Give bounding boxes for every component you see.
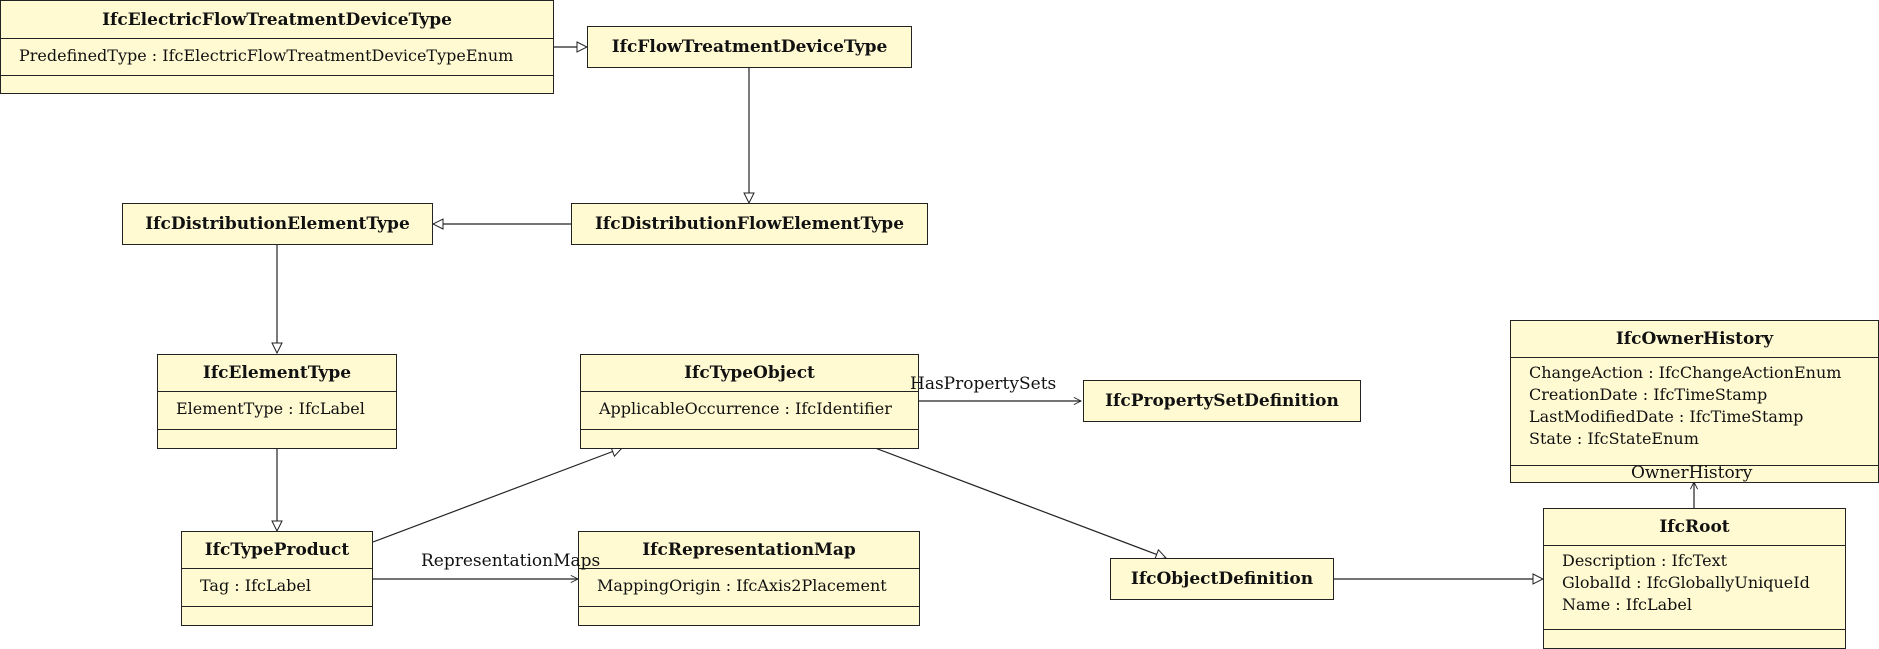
class-operations: [581, 429, 918, 448]
class-name: IfcDistributionElementType: [145, 214, 410, 234]
class-operations: [1, 75, 553, 93]
edge-label-representation-maps: RepresentationMaps: [421, 551, 601, 571]
attribute: PredefinedType : IfcElectricFlowTreatmen…: [19, 46, 514, 65]
class-ifc-property-set-definition[interactable]: IfcPropertySetDefinition: [1083, 380, 1361, 422]
class-operations: [1544, 629, 1845, 648]
class-ifc-electric-flow-treatment-device-type[interactable]: IfcElectricFlowTreatmentDeviceType Prede…: [0, 0, 554, 94]
class-ifc-root[interactable]: IfcRoot Description : IfcText GlobalId :…: [1543, 508, 1846, 649]
attribute: State : IfcStateEnum: [1529, 429, 1699, 448]
class-name: IfcElectricFlowTreatmentDeviceType: [102, 9, 452, 30]
class-ifc-flow-treatment-device-type[interactable]: IfcFlowTreatmentDeviceType: [587, 26, 912, 68]
class-attributes: ApplicableOccurrence : IfcIdentifier: [581, 391, 918, 429]
class-ifc-object-definition[interactable]: IfcObjectDefinition: [1110, 558, 1334, 600]
attribute: ElementType : IfcLabel: [176, 399, 365, 418]
class-name: IfcPropertySetDefinition: [1105, 391, 1339, 411]
edge-label-has-property-sets: HasPropertySets: [910, 374, 1057, 394]
class-ifc-owner-history[interactable]: IfcOwnerHistory ChangeAction : IfcChange…: [1510, 320, 1879, 483]
class-name: IfcRoot: [1659, 517, 1730, 537]
class-ifc-distribution-element-type[interactable]: IfcDistributionElementType: [122, 203, 433, 245]
class-ifc-distribution-flow-element-type[interactable]: IfcDistributionFlowElementType: [571, 203, 928, 245]
class-attributes: Tag : IfcLabel: [182, 568, 372, 606]
attribute: MappingOrigin : IfcAxis2Placement: [597, 576, 887, 595]
attribute: Name : IfcLabel: [1562, 595, 1692, 614]
class-name: IfcObjectDefinition: [1130, 569, 1314, 589]
class-ifc-type-product[interactable]: IfcTypeProduct Tag : IfcLabel: [181, 531, 373, 626]
attribute: LastModifiedDate : IfcTimeStamp: [1529, 407, 1804, 426]
class-attributes: PredefinedType : IfcElectricFlowTreatmen…: [1, 38, 553, 75]
class-ifc-representation-map[interactable]: IfcRepresentationMap MappingOrigin : Ifc…: [578, 531, 920, 626]
edge-label-owner-history: OwnerHistory: [1631, 463, 1753, 483]
generalization-typeobject-to-objdef: [874, 447, 1166, 558]
attribute: ChangeAction : IfcChangeActionEnum: [1529, 363, 1842, 382]
attribute: CreationDate : IfcTimeStamp: [1529, 385, 1768, 404]
attribute: Description : IfcText: [1562, 551, 1728, 570]
class-name: IfcElementType: [202, 363, 352, 383]
class-name: IfcTypeProduct: [204, 540, 350, 560]
class-attributes: Description : IfcText GlobalId : IfcGlob…: [1544, 545, 1845, 629]
generalization-typeproduct-to-typeobject: [372, 448, 622, 543]
class-attributes: ElementType : IfcLabel: [158, 391, 396, 429]
class-attributes: MappingOrigin : IfcAxis2Placement: [579, 568, 919, 606]
class-name: IfcFlowTreatmentDeviceType: [611, 37, 888, 57]
attribute: ApplicableOccurrence : IfcIdentifier: [599, 399, 892, 418]
class-operations: [1511, 465, 1878, 482]
class-ifc-type-object[interactable]: IfcTypeObject ApplicableOccurrence : Ifc…: [580, 354, 919, 449]
class-operations: [158, 429, 396, 448]
class-name: IfcDistributionFlowElementType: [594, 214, 905, 234]
class-name: IfcTypeObject: [684, 363, 815, 383]
attribute: GlobalId : IfcGloballyUniqueId: [1562, 573, 1810, 592]
attribute: Tag : IfcLabel: [200, 576, 311, 595]
class-name: IfcRepresentationMap: [642, 540, 856, 560]
class-operations: [579, 606, 919, 625]
class-attributes: ChangeAction : IfcChangeActionEnum Creat…: [1511, 357, 1878, 465]
class-operations: [182, 606, 372, 625]
class-ifc-element-type[interactable]: IfcElementType ElementType : IfcLabel: [157, 354, 397, 449]
class-name: IfcOwnerHistory: [1615, 329, 1774, 349]
